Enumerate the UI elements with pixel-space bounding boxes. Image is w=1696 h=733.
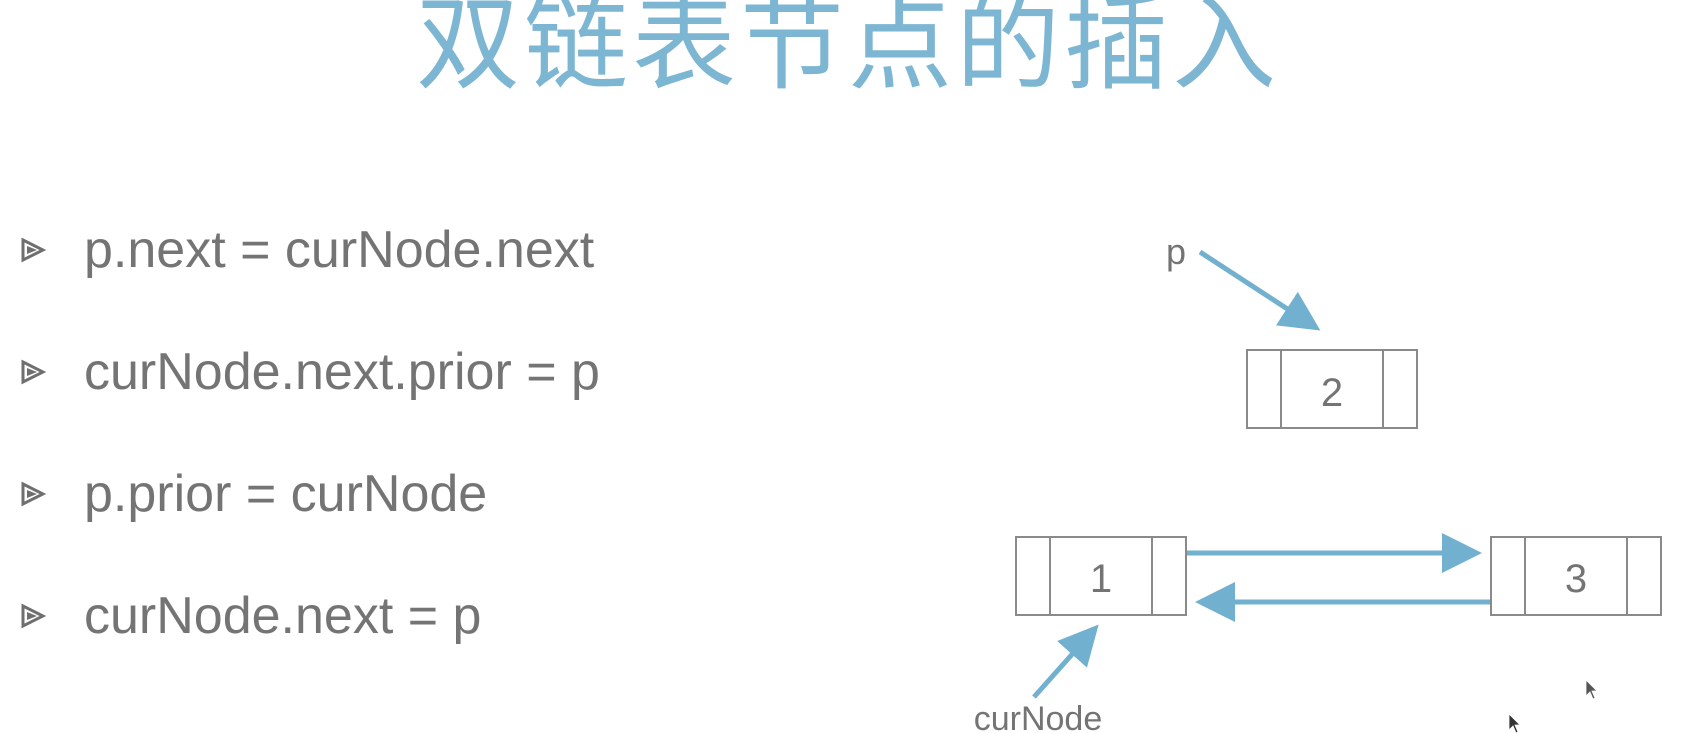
triangle-bullet-icon xyxy=(21,603,46,629)
bullet-text: p.next = curNode.next xyxy=(84,221,595,279)
cursor-icon xyxy=(1508,713,1521,733)
bullet-item: curNode.next.prior = p xyxy=(20,342,600,402)
node-1-label: 1 xyxy=(1090,557,1112,601)
bullet-text: curNode.next = p xyxy=(84,587,482,645)
curnode-pointer-arrow xyxy=(1032,624,1099,699)
p-pointer-label: p xyxy=(1166,231,1186,272)
curnode-pointer-label: curNode xyxy=(974,700,1103,733)
page-title: 双链表节点的插入 xyxy=(415,0,1280,105)
bullet-item: p.next = curNode.next xyxy=(20,220,594,280)
triangle-bullet-icon xyxy=(21,237,46,263)
node-1: 1 xyxy=(1015,536,1187,616)
node-2: 2 xyxy=(1246,349,1418,429)
bullet-item: p.prior = curNode xyxy=(20,464,487,524)
bullet-text: p.prior = curNode xyxy=(84,465,488,523)
bullet-item: curNode.next = p xyxy=(20,586,481,646)
cursor-icon xyxy=(1585,679,1598,700)
p-pointer-arrow xyxy=(1198,249,1321,331)
triangle-bullet-icon xyxy=(21,359,46,385)
triangle-bullet-icon xyxy=(21,481,46,507)
node-3: 3 xyxy=(1490,536,1662,616)
node-2-label: 2 xyxy=(1321,371,1343,415)
node-3-label: 3 xyxy=(1565,557,1587,601)
bullet-text: curNode.next.prior = p xyxy=(84,343,600,401)
